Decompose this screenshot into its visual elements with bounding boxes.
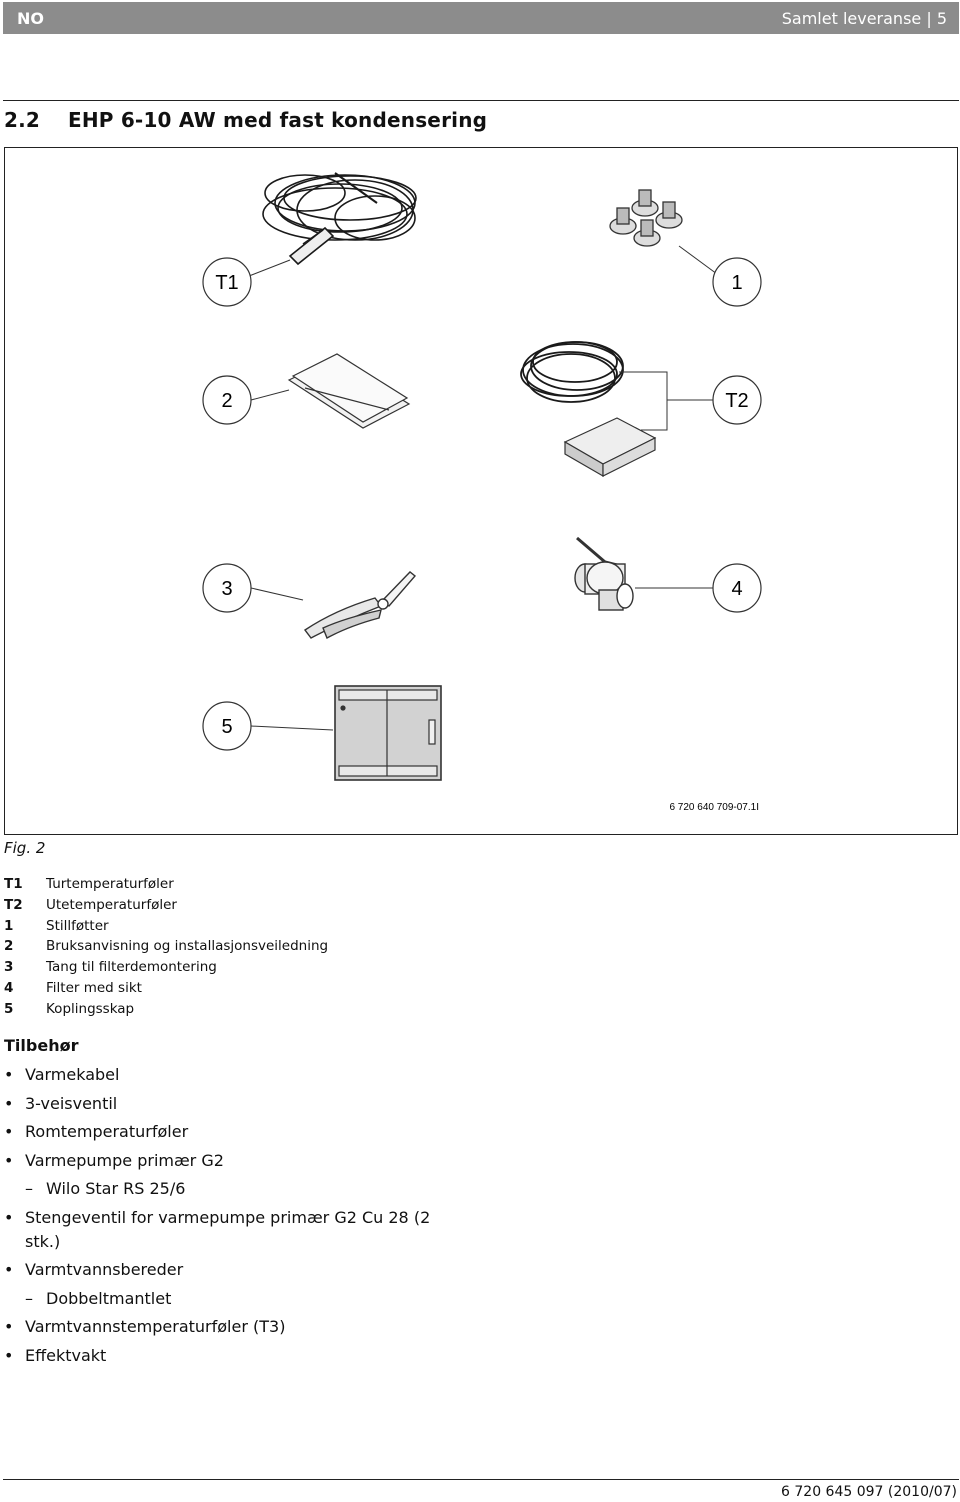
section-title: EHP 6-10 AW med fast kondensering [68,108,488,132]
legend-key: 5 [4,1000,14,1017]
list-item: Varmekabel [4,1063,455,1087]
svg-text:T2: T2 [725,390,748,412]
figure-legend: T1 Turtemperaturføler T2 Utetemperaturføle… [4,874,328,1020]
legend-key: T1 [4,876,23,892]
legend-item: 2 Bruksanvisning og installasjonsveiledni… [4,936,328,957]
svg-text:T1: T1 [215,272,238,294]
legend-text: Koplingsskap [46,1000,135,1017]
callout-5: 5 [202,701,252,751]
list-item: Varmepumpe primær G2 [4,1149,455,1173]
section-number: 2.2 [4,108,41,132]
sub-list-item: Wilo Star RS 25/6 [4,1177,455,1201]
section-heading: 2.2 EHP 6-10 AW med fast kondensering [4,108,487,132]
manual-illustration [287,353,411,429]
list-item: Varmtvannsbereder [4,1258,455,1282]
adjustable-feet-illustration [609,189,683,247]
cabinet-illustration [334,685,442,781]
delivery-figure: T1 1 2 [4,147,958,835]
svg-text:3: 3 [221,578,232,600]
filter-valve-illustration [574,536,634,611]
svg-text:1: 1 [731,272,742,294]
svg-text:2: 2 [221,390,232,412]
accessories-list: Varmekabel 3-veisventil Romtemperaturføl… [4,1063,455,1372]
legend-key: 2 [4,938,14,955]
legend-item: T2 Utetemperaturføler [4,895,328,916]
heading-rule [3,100,959,101]
page-header: NO Samlet leveranse | 5 [3,2,959,34]
callout-2: 2 [202,375,252,425]
legend-item: 3 Tang til filterdemontering [4,957,328,978]
flow-sensor-illustration [262,172,417,266]
section-page-label: Samlet leveranse | 5 [781,9,947,28]
legend-key: T2 [4,896,23,913]
legend-text: Filter med sikt [46,979,142,996]
sub-list-item: Dobbeltmantlet [4,1287,455,1311]
legend-text: Stillføtter [46,917,109,934]
figure-code: 6 720 640 709-07.1I [669,802,759,813]
callout-t2: T2 [712,375,762,425]
legend-key: 3 [4,959,14,976]
svg-text:5: 5 [221,716,232,738]
legend-text: Bruksanvisning og installasjonsveilednin… [46,938,329,955]
legend-item: 5 Koplingsskap [4,999,328,1020]
legend-text: Turtemperaturføler [46,876,174,892]
callout-4: 4 [712,563,762,613]
figure-illustration: T1 1 2 [202,172,762,813]
legend-item: 4 Filter med sikt [4,978,328,999]
list-item: Varmtvannstemperaturføler (T3) [4,1315,455,1339]
outdoor-sensor-illustration [520,341,657,478]
legend-text: Tang til filterdemontering [46,959,217,976]
legend-item: 1 Stillføtter [4,916,328,937]
accessories-heading: Tilbehør [4,1036,79,1055]
list-item: 3-veisventil [4,1092,455,1116]
list-item: Stengeventil for varmepumpe primær G2 Cu… [4,1206,455,1254]
figure-caption: Fig. 2 [4,839,46,857]
callout-3: 3 [202,563,252,613]
list-item: Romtemperaturføler [4,1120,455,1144]
footer-rule [3,1479,959,1480]
svg-text:4: 4 [731,578,742,600]
legend-item: T1 Turtemperaturføler [4,874,328,895]
document-number: 6 720 645 097 (2010/07) [781,1484,957,1500]
callout-t1: T1 [202,257,252,307]
list-item: Effektvakt [4,1344,455,1368]
callout-1: 1 [712,257,762,307]
legend-key: 1 [4,917,14,934]
language-label: NO [17,9,44,28]
pliers-illustration [303,571,417,639]
legend-key: 4 [4,979,14,996]
legend-text: Utetemperaturføler [46,896,177,913]
